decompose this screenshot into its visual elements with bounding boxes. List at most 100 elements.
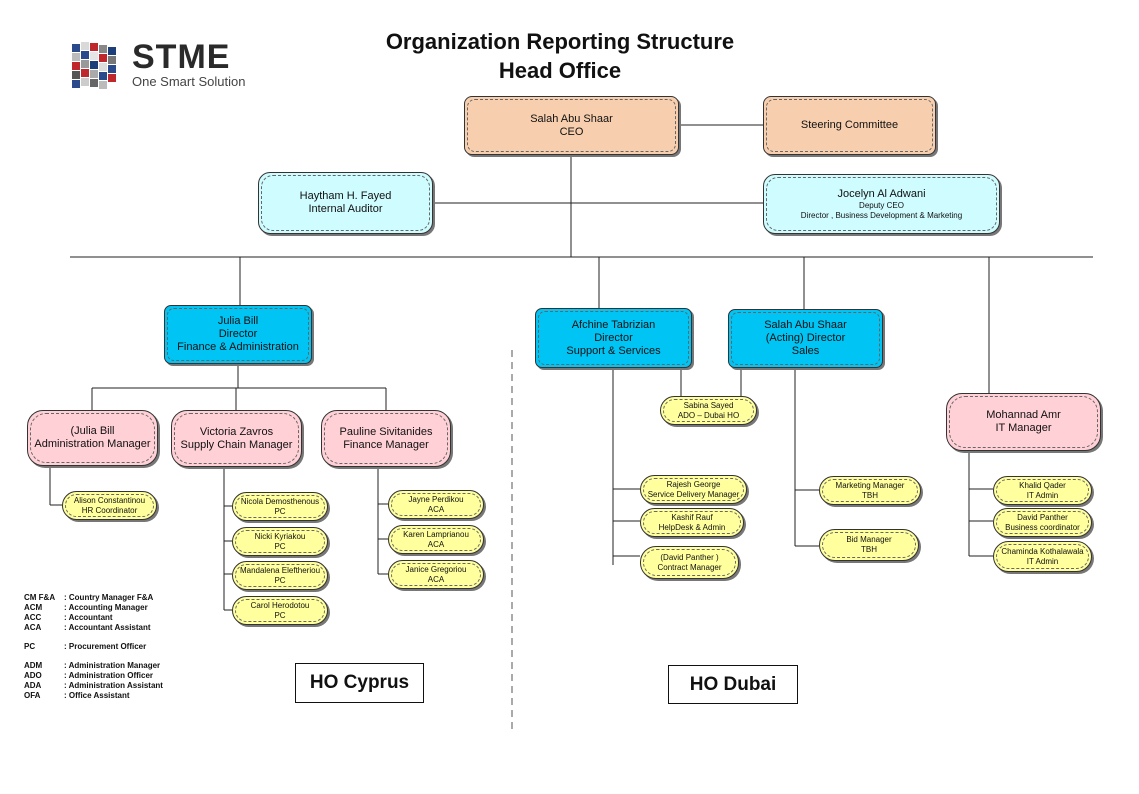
nicki-role: PC [274, 541, 286, 551]
logo-tagline: One Smart Solution [132, 74, 246, 89]
julia-dept: Finance & Administration [177, 341, 299, 353]
mandalena-name: Mandalena Eleftheriou [239, 565, 321, 575]
page-subtitle: Head Office [498, 58, 622, 83]
afchine-role: Director [594, 331, 633, 344]
internal-auditor-box: Haytham H. Fayed Internal Auditor [258, 172, 433, 234]
sales-director-name: Salah Abu Shaar [764, 319, 847, 331]
janice-name: Janice Gregoriou [405, 564, 467, 574]
mandalena-box: Mandalena Eleftheriou PC [232, 561, 328, 590]
nicola-box: Nicola Demosthenous PC [232, 492, 328, 521]
auditor-name: Haytham H. Fayed [299, 190, 392, 202]
legend-row: ACA : Accountant Assistant [24, 623, 163, 633]
kashif-box: Kashif Rauf HelpDesk & Admin [640, 508, 744, 537]
julia-director-box: Julia Bill Director Finance & Administra… [164, 305, 312, 364]
logo-name: STME [132, 38, 231, 76]
david-contract-role: Contract Manager [657, 562, 722, 572]
legend-abbr: OFA [24, 691, 41, 700]
rajesh-name: Rajesh George [666, 479, 721, 489]
pauline-role: Finance Manager [343, 438, 429, 451]
victoria-manager-box: Victoria Zavros Supply Chain Manager [171, 410, 302, 467]
legend-desc: : Administration Officer [64, 671, 154, 680]
alison-name: Alison Constantinou [73, 495, 146, 505]
ceo-role: CEO [559, 125, 584, 138]
legend-abbr: PC [24, 642, 36, 651]
afchine-name: Afchine Tabrizian [571, 318, 656, 331]
carol-name: Carol Herodotou [250, 600, 310, 610]
pauline-manager-box: Pauline Sivitanides Finance Manager [321, 410, 451, 467]
khalid-name: Khalid Qader [1019, 480, 1066, 490]
david-contract-name: (David Panther ) [660, 552, 719, 562]
legend-abbr: ADO [24, 671, 42, 680]
steering-committee-name: Steering Committee [800, 119, 899, 131]
sales-director-dept: Sales [791, 345, 820, 357]
legend-desc: : Country Manager F&A [64, 593, 154, 602]
mohannad-name: Mohannad Amr [986, 409, 1061, 421]
legend-row: ADM: Administration Manager [24, 661, 163, 671]
bid-manager-box: Bid Manager TBH [819, 529, 919, 561]
legend-abbr: ADM [24, 661, 43, 670]
marketing-manager-role: TBH [862, 490, 878, 500]
legend-abbr: ACA [24, 623, 42, 632]
kashif-role: HelpDesk & Admin [658, 522, 726, 532]
bid-manager-name: Bid Manager [846, 535, 892, 544]
david-business-name: David Panther [1017, 512, 1068, 522]
nicola-role: PC [274, 506, 286, 516]
marketing-manager-name: Marketing Manager [835, 480, 905, 490]
david-business-role: Business coordinator [1005, 522, 1080, 532]
legend-desc: : Administration Assistant [64, 681, 163, 690]
jayne-name: Jayne Perdikou [408, 494, 464, 504]
marketing-manager-box: Marketing Manager TBH [819, 476, 921, 505]
carol-role: PC [274, 610, 286, 620]
legend-abbr: ACC [24, 613, 42, 622]
alison-role: HR Coordinator [81, 505, 138, 515]
sales-director-role: (Acting) Director [765, 332, 846, 344]
legend-row: CM F&A : Country Manager F&A [24, 593, 163, 603]
pauline-name: Pauline Sivitanides [339, 425, 433, 438]
logo-cube-icon [72, 42, 116, 89]
afchine-director-box: Afchine Tabrizian Director Support & Ser… [535, 308, 692, 368]
julia-role: Director [218, 328, 258, 340]
chaminda-name: Chaminda Kothalawala [1001, 546, 1084, 556]
ho-cyprus-label: HO Cyprus [295, 663, 424, 703]
legend-row: ACC: Accountant [24, 613, 163, 623]
afchine-dept: Support & Services [566, 344, 661, 357]
janice-role: ACA [427, 574, 445, 584]
julia-adm-role: Administration Manager [34, 438, 151, 450]
khalid-role: IT Admin [1026, 490, 1059, 500]
legend-row: ADO : Administration Officer [24, 671, 163, 681]
it-manager-box: Mohannad Amr IT Manager [946, 393, 1101, 451]
deputy-role-detail: Director , Business Development & Market… [800, 210, 963, 220]
jayne-box: Jayne Perdikou ACA [388, 490, 484, 519]
mohannad-role: IT Manager [995, 422, 1052, 434]
david-contract-box: (David Panther ) Contract Manager [640, 546, 739, 579]
victoria-role: Supply Chain Manager [180, 438, 293, 451]
julia-adm-manager-box: (Julia Bill Administration Manager [27, 410, 158, 466]
nicki-box: Nicki Kyriakou PC [232, 527, 328, 556]
jayne-role: ACA [427, 504, 445, 514]
karen-box: Karen Lamprianou ACA [388, 525, 484, 554]
legend-desc: : Procurement Officer [64, 642, 147, 651]
sabina-box: Sabina Sayed ADO – Dubai HO [660, 396, 757, 425]
janice-box: Janice Gregoriou ACA [388, 560, 484, 589]
kashif-name: Kashif Rauf [671, 512, 713, 522]
victoria-name: Victoria Zavros [199, 425, 274, 438]
legend-abbr: CM F&A [24, 593, 56, 602]
abbreviation-legend: CM F&A : Country Manager F&A ACM: Account… [24, 593, 163, 701]
mandalena-role: PC [274, 575, 286, 585]
ho-dubai-label: HO Dubai [668, 665, 798, 704]
ceo-box: Salah Abu Shaar CEO [464, 96, 679, 155]
legend-abbr: ADA [24, 681, 42, 690]
legend-desc: : Office Assistant [64, 691, 130, 700]
deputy-role: Deputy CEO [859, 200, 904, 210]
david-business-box: David Panther Business coordinator [993, 508, 1092, 537]
sabina-name: Sabina Sayed [683, 400, 734, 410]
karen-name: Karen Lamprianou [403, 529, 469, 539]
sales-director-box: Salah Abu Shaar (Acting) Director Sales [728, 309, 883, 368]
carol-box: Carol Herodotou PC [232, 596, 328, 625]
ceo-name: Salah Abu Shaar [530, 112, 613, 125]
legend-desc: : Accountant Assistant [64, 623, 151, 632]
steering-committee-box: Steering Committee [763, 96, 936, 155]
legend-row: ADA : Administration Assistant [24, 681, 163, 691]
deputy-name: Jocelyn Al Adwani [837, 187, 926, 200]
legend-row: ACM: Accounting Manager [24, 603, 163, 613]
